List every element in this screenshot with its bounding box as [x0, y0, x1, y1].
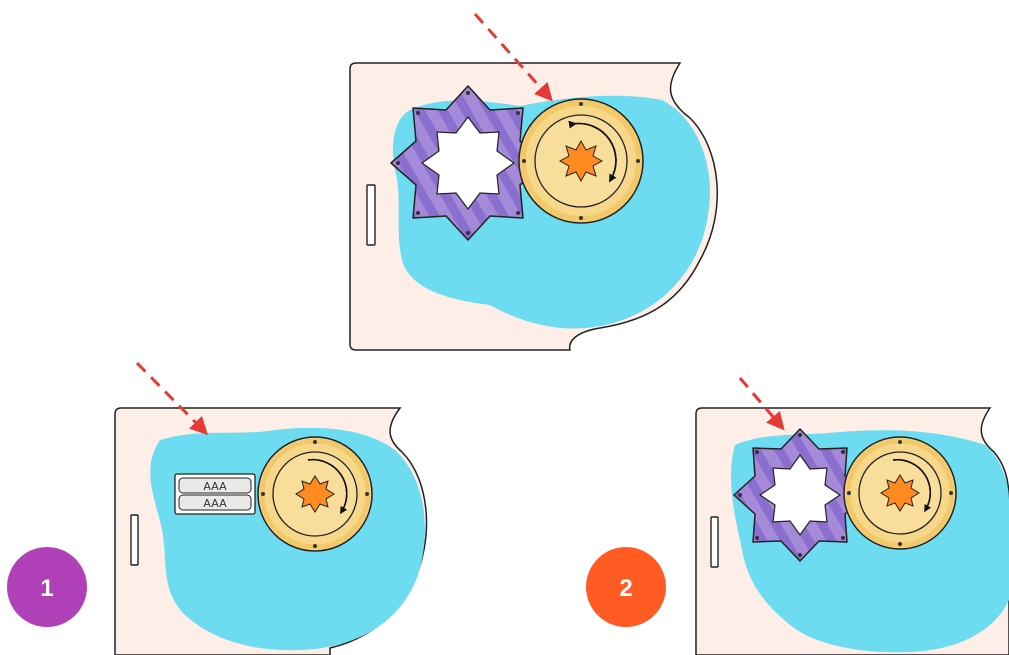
sun-icon — [558, 139, 604, 183]
pointer-arrow — [135, 361, 209, 436]
panel-top — [349, 13, 718, 351]
panel-option-1: AAA AAA 1 — [7, 361, 428, 655]
star-opening — [758, 453, 842, 537]
star-gear — [390, 85, 546, 241]
rotation-dial — [518, 98, 644, 224]
sun-icon — [880, 474, 920, 512]
panel-option-2: 2 — [586, 377, 1009, 655]
rotation-dial — [843, 436, 957, 550]
option-badge-2[interactable]: 2 — [586, 547, 666, 627]
handle-slot — [130, 514, 139, 566]
svg-text:1: 1 — [40, 575, 53, 602]
svg-text:2: 2 — [619, 575, 632, 602]
option-badge-1[interactable]: 1 — [7, 547, 87, 627]
battery-pack: AAA AAA — [174, 473, 256, 515]
sun-icon — [295, 475, 335, 513]
handle-slot — [710, 516, 719, 568]
pointer-arrow — [473, 13, 553, 102]
battery-label: AAA — [203, 480, 227, 493]
pointer-arrow — [738, 377, 785, 431]
handle-slot — [366, 184, 376, 246]
rotation-dial — [257, 436, 373, 552]
star-opening — [420, 116, 516, 210]
battery — [178, 494, 252, 511]
star-gear — [733, 428, 867, 562]
battery — [178, 477, 252, 494]
battery-label: AAA — [203, 497, 227, 510]
